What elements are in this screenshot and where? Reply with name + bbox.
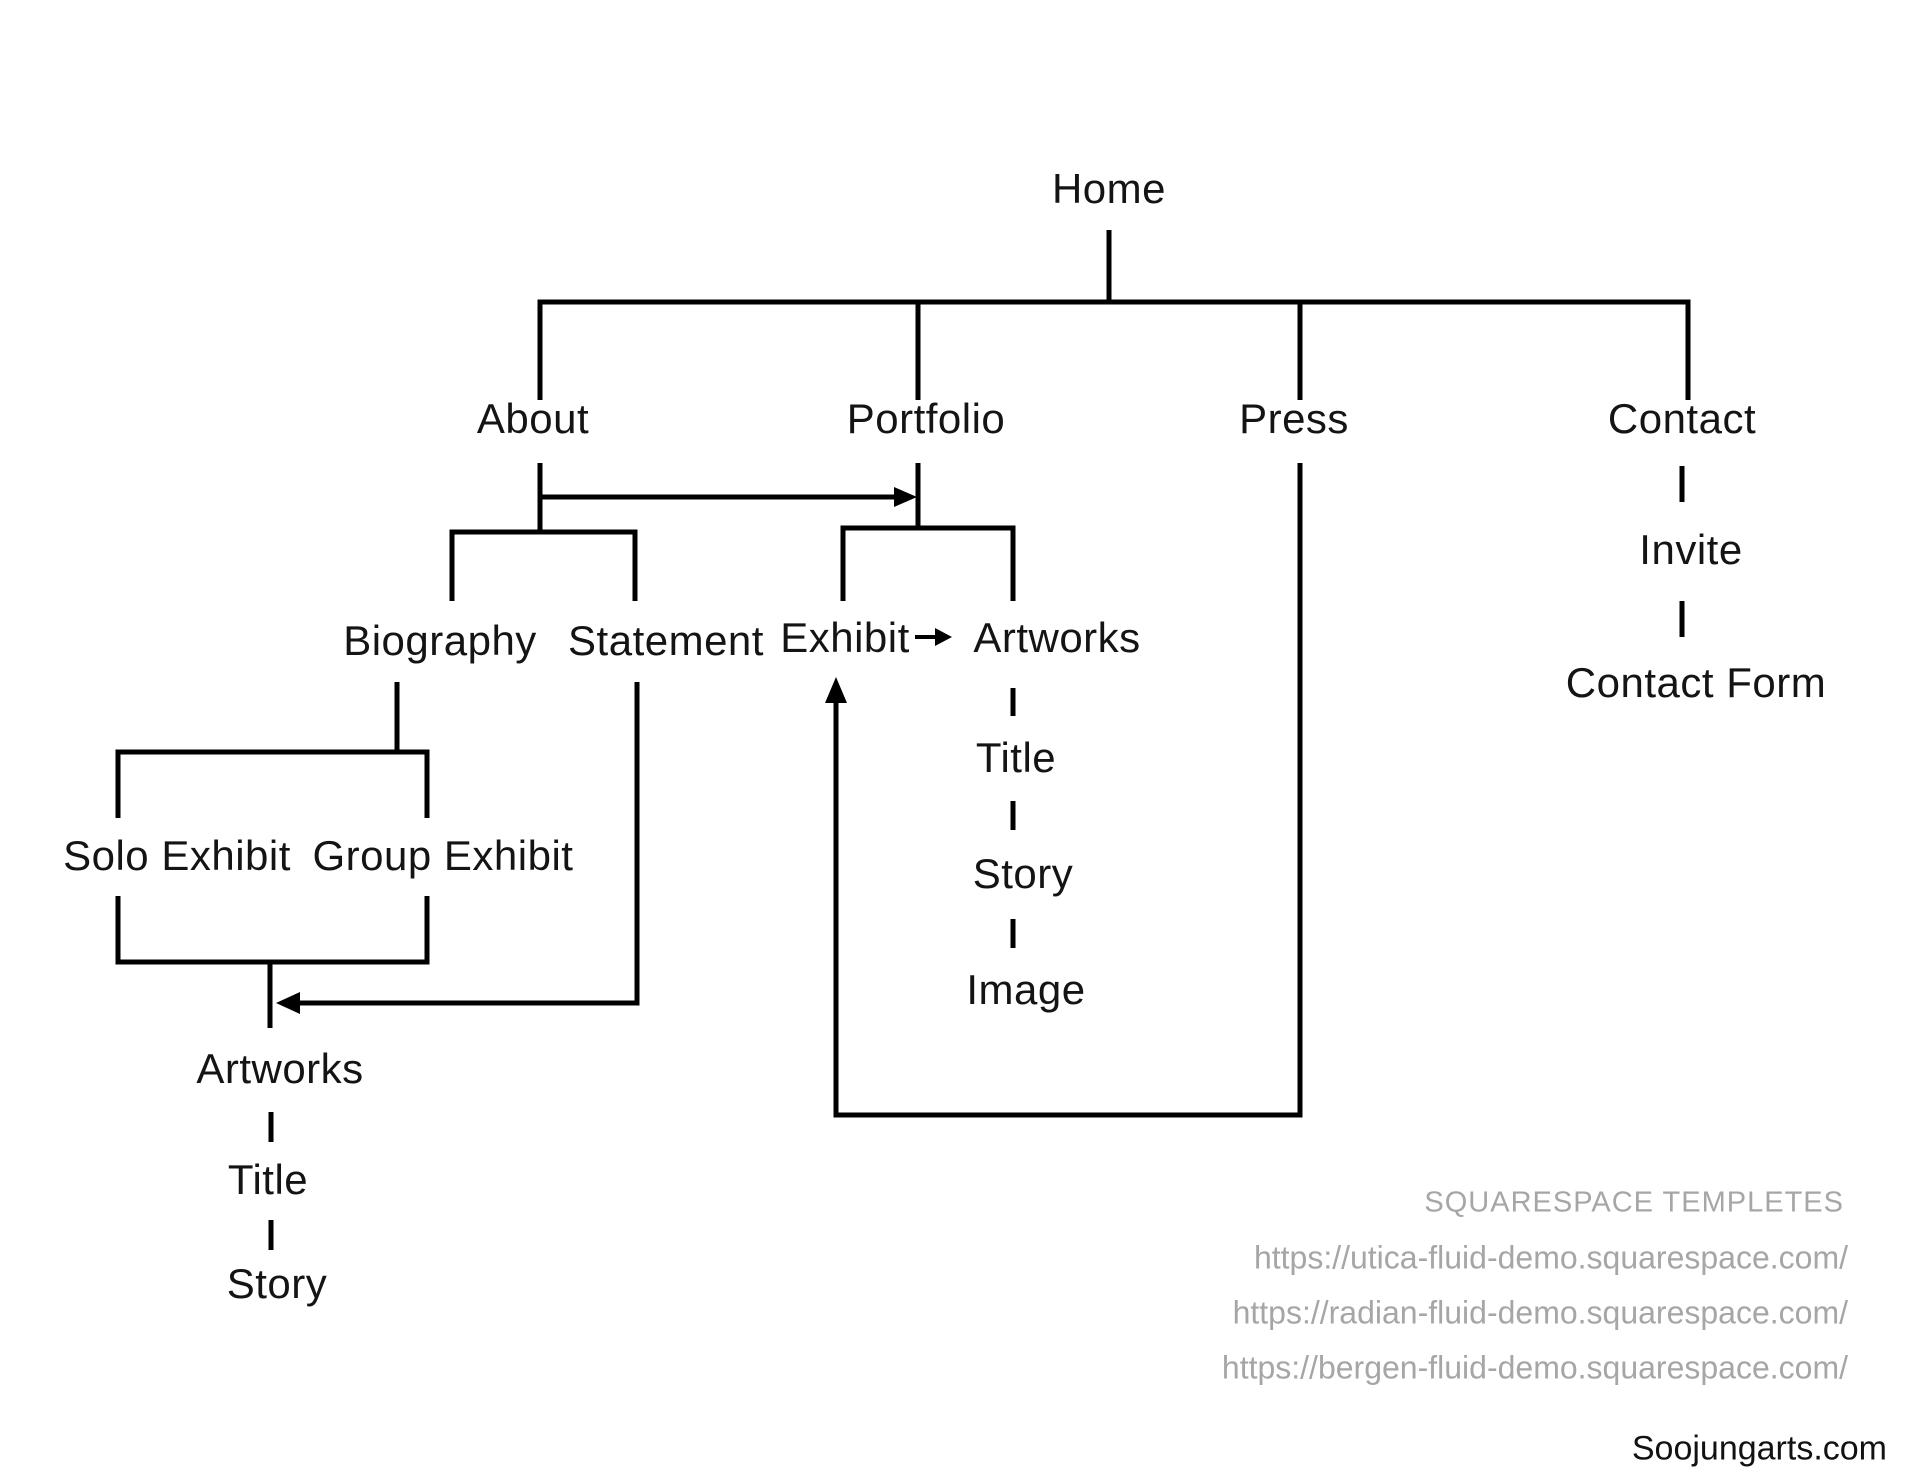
node-statement: Statement [568, 617, 764, 664]
site-credit: Soojungarts.com [1631, 1429, 1887, 1468]
node-home: Home [1051, 165, 1167, 212]
node-biography: Biography [343, 617, 537, 664]
template-url-radian: https://radian-fluid-demo.squarespace.co… [1232, 1294, 1848, 1331]
edge-exhibit-box-bottom [115, 896, 430, 965]
node-portfolio-title: Title [975, 734, 1057, 781]
squarespace-templates-heading: SQUARESPACE TEMPLETES [1424, 1186, 1844, 1219]
template-url-bergen: https://bergen-fluid-demo.squarespace.co… [1221, 1349, 1848, 1386]
node-portfolio: Portfolio [846, 395, 1006, 442]
edge-about-bracket [449, 529, 638, 601]
node-contact: Contact [1607, 395, 1757, 442]
node-about-artworks: Artworks [196, 1045, 364, 1092]
node-solo-exhibit: Solo Exhibit [63, 832, 291, 879]
edge-main-branch [537, 299, 1691, 400]
node-about: About [476, 395, 590, 442]
node-group-exhibit: Group Exhibit [312, 832, 574, 879]
arrowhead-left-icon [276, 992, 300, 1014]
node-portfolio-story: Story [972, 850, 1074, 897]
node-press: Press [1239, 395, 1349, 442]
node-portfolio-image: Image [966, 966, 1086, 1013]
edge-statement-to-artworks [297, 682, 640, 1006]
node-contact-form: Contact Form [1565, 659, 1827, 706]
node-portfolio-artworks: Artworks [973, 614, 1141, 661]
arrowhead-right-icon [894, 487, 917, 507]
node-about-title: Title [227, 1156, 309, 1203]
arrowhead-up-icon [825, 677, 847, 703]
edge-portfolio-bracket [840, 525, 1016, 601]
node-about-story: Story [226, 1260, 328, 1307]
edge-press-to-exhibit [833, 463, 1303, 1118]
arrowhead-small-right-icon [935, 628, 952, 646]
node-exhibit: Exhibit [780, 614, 910, 661]
edge-exhibit-box-top [115, 749, 430, 818]
template-url-utica: https://utica-fluid-demo.squarespace.com… [1253, 1239, 1848, 1276]
node-invite: Invite [1639, 526, 1743, 573]
